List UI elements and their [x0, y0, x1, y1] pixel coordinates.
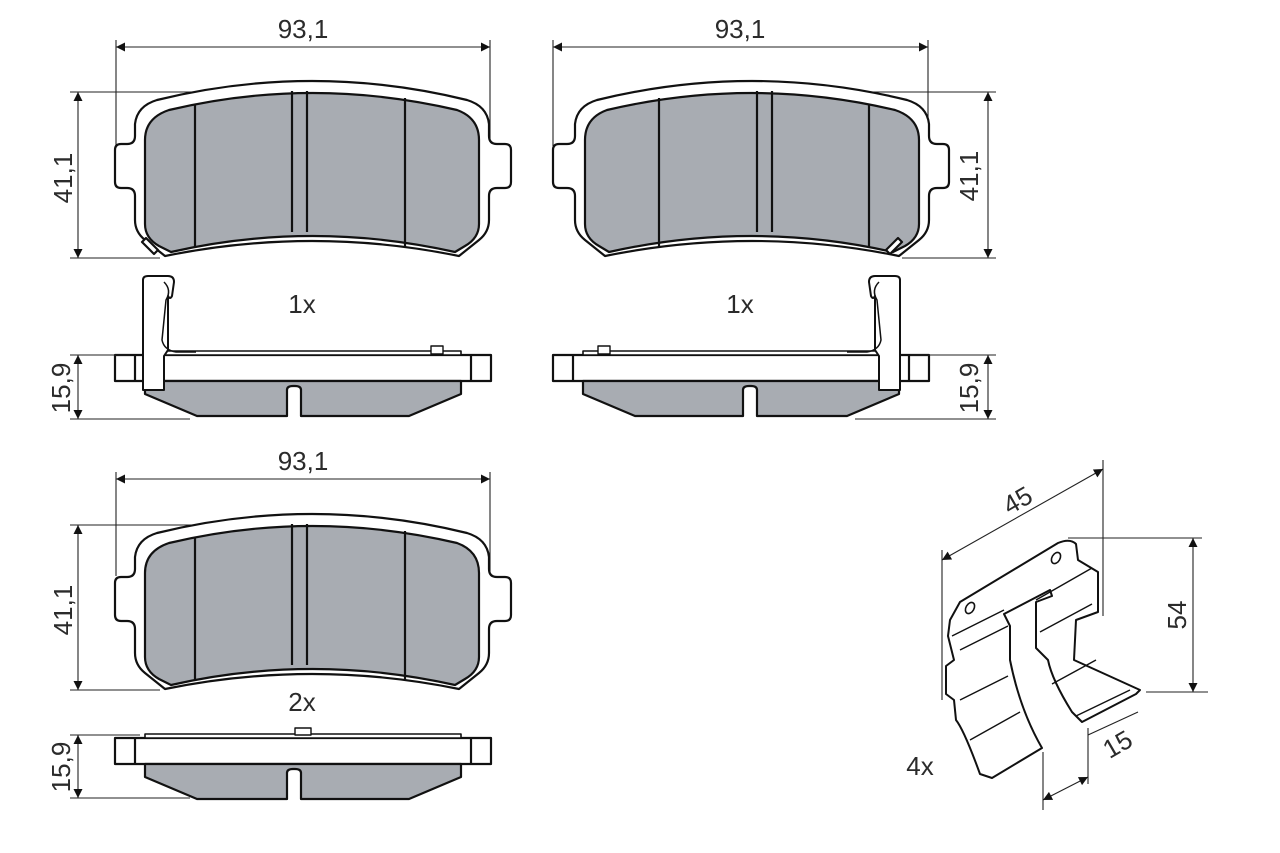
pad-top-left-side: 1x 15,9: [46, 275, 493, 420]
quantity-label: 1x: [726, 289, 753, 319]
thickness-dimension-label: 15,9: [954, 363, 984, 414]
pad-top-right-side: 1x 15,9: [551, 275, 996, 420]
pad-face-view: [551, 79, 951, 258]
wear-indicator: [140, 236, 160, 256]
thickness-dimension-label: 15,9: [46, 363, 76, 414]
height-dimension-label: 54: [1162, 601, 1192, 630]
pad-top-right: 93,1 41,1: [551, 14, 996, 259]
pad-face-view: [113, 512, 513, 691]
width-dimension-label: 93,1: [278, 446, 329, 476]
quantity-label: 4x: [906, 751, 933, 781]
height-dimension-label: 41,1: [48, 585, 78, 636]
length-dimension-label: 45: [997, 480, 1037, 520]
anti-rattle-clip: 45 54 15 4x: [906, 460, 1208, 810]
depth-dimension-label: 15: [1097, 724, 1137, 764]
pad-face-view: [113, 79, 513, 258]
pad-bottom-left: 93,1 41,1: [48, 446, 513, 691]
pad-top-left: 93,1 41,1: [48, 14, 513, 259]
height-dimension-label: 41,1: [48, 153, 78, 204]
width-dimension-label: 93,1: [715, 14, 766, 44]
wear-indicator: [884, 236, 904, 256]
width-dimension-label: 93,1: [278, 14, 329, 44]
pad-bottom-left-side: 2x 15,9: [46, 687, 493, 801]
quantity-label: 2x: [288, 687, 315, 717]
thickness-dimension-label: 15,9: [46, 742, 76, 793]
quantity-label: 1x: [288, 289, 315, 319]
height-dimension-label: 41,1: [954, 151, 984, 202]
